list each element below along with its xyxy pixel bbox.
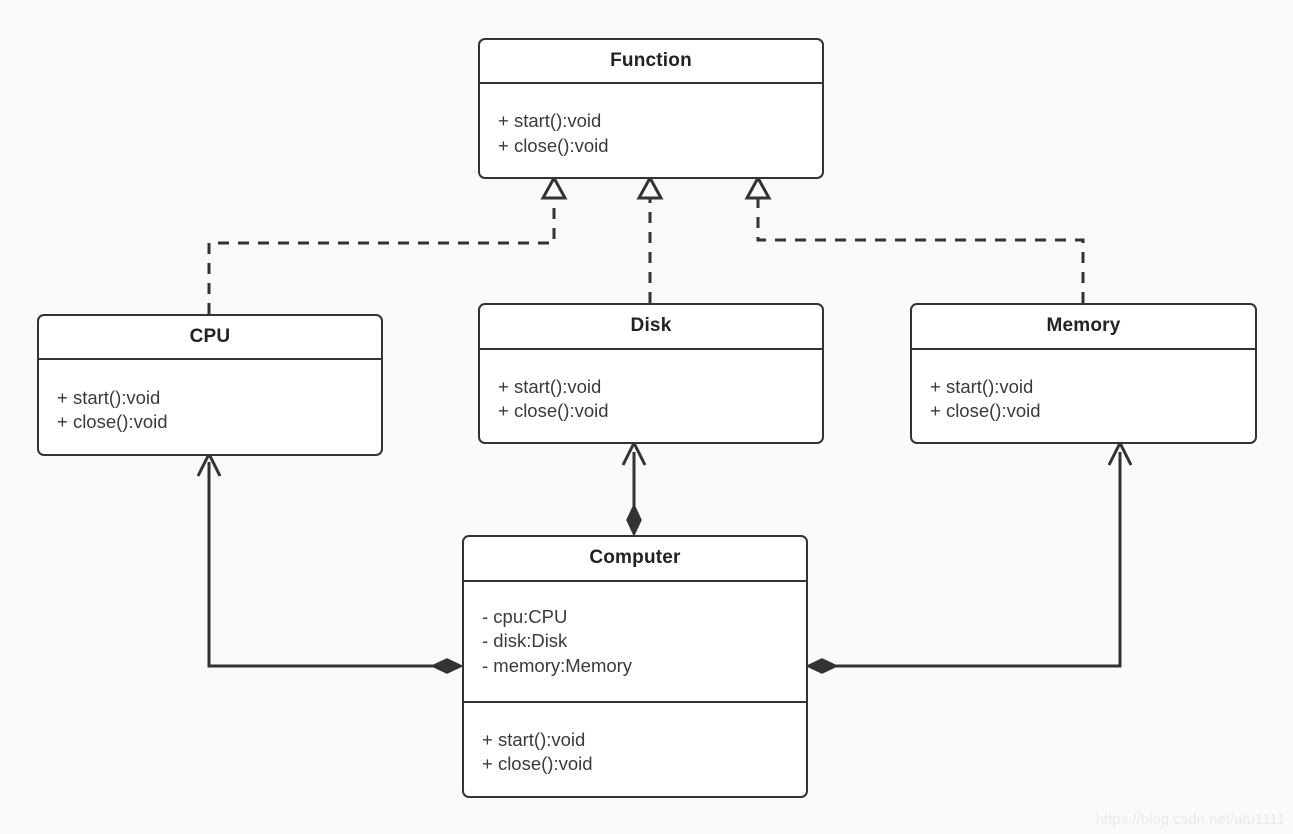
- class-name-cpu: CPU: [189, 325, 231, 347]
- realization-cpu-to-function: [207, 174, 568, 314]
- open-arrow-icon: [1107, 442, 1133, 466]
- method-item: + close():void: [57, 411, 168, 432]
- attribute-item: - memory:Memory: [482, 654, 633, 676]
- class-box-disk[interactable]: Disk + start():void + close():void: [478, 303, 824, 444]
- attribute-item: - cpu:CPU: [482, 605, 568, 627]
- method-item: + close():void: [930, 400, 1041, 421]
- watermark-text: https://blog.csdn.net/atu1111: [1095, 811, 1285, 828]
- filled-diamond-icon: [626, 503, 642, 537]
- method-item: + close():void: [498, 134, 609, 156]
- attributes-compartment-computer: - cpu:CPU - disk:Disk - memory:Memory: [464, 579, 806, 702]
- methods-compartment-disk: + start():void + close():void: [480, 347, 822, 441]
- realization-memory-to-function: [744, 174, 1085, 303]
- method-item: + start():void: [57, 386, 161, 408]
- hollow-triangle-arrow-icon: [540, 174, 568, 200]
- hollow-triangle-arrow-icon: [744, 174, 772, 200]
- method-item: + start():void: [498, 375, 602, 397]
- methods-compartment-function: + start():void + close():void: [480, 81, 822, 176]
- method-item: + start():void: [930, 375, 1034, 397]
- method-item: + close():void: [498, 400, 609, 421]
- class-name-memory: Memory: [1046, 315, 1121, 337]
- composition-computer-to-memory: [805, 442, 1133, 674]
- realization-disk-to-function: [636, 174, 664, 303]
- composition-computer-to-disk: [621, 442, 647, 537]
- attribute-item: - disk:Disk: [482, 630, 568, 651]
- realization-cpu-line: [207, 196, 556, 314]
- class-box-cpu[interactable]: CPU + start():void + close():void: [37, 314, 383, 456]
- open-arrow-icon: [196, 453, 222, 477]
- class-name-computer: Computer: [589, 547, 681, 569]
- class-box-function[interactable]: Function + start():void + close():void: [478, 38, 824, 179]
- composition-computer-to-cpu: [196, 453, 464, 674]
- filled-diamond-icon: [430, 658, 464, 674]
- methods-compartment-cpu: + start():void + close():void: [39, 357, 381, 453]
- methods-compartment-computer: + start():void + close():void: [464, 701, 806, 793]
- class-name-disk: Disk: [630, 315, 672, 337]
- class-box-memory[interactable]: Memory + start():void + close():void: [910, 303, 1257, 444]
- realization-memory-line: [756, 196, 1085, 303]
- filled-diamond-icon: [805, 658, 839, 674]
- methods-compartment-memory: + start():void + close():void: [912, 347, 1255, 441]
- class-name-function: Function: [610, 49, 692, 71]
- method-item: + start():void: [482, 728, 586, 750]
- class-box-computer[interactable]: Computer - cpu:CPU - disk:Disk - memory:…: [462, 535, 808, 798]
- method-item: + start():void: [498, 110, 602, 131]
- method-item: + close():void: [482, 753, 593, 774]
- composition-cpu-line: [207, 462, 447, 668]
- hollow-triangle-arrow-icon: [636, 174, 664, 200]
- open-arrow-icon: [621, 442, 647, 466]
- composition-memory-line: [822, 452, 1122, 668]
